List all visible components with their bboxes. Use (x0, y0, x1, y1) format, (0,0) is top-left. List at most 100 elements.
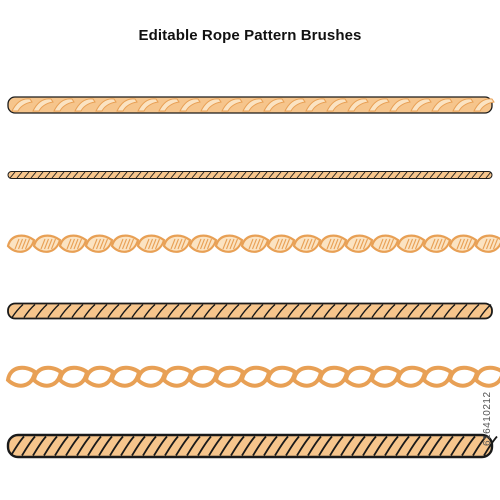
rope-strand (415, 171, 422, 179)
rope-strand (443, 171, 450, 179)
rope-strand (307, 435, 322, 456)
rope-strand (240, 171, 247, 179)
rope-strand (439, 435, 454, 456)
rope-strand (93, 171, 100, 179)
rope-strand (65, 171, 72, 179)
rope-strand (345, 171, 352, 179)
rope-strand (23, 171, 30, 179)
rope-strand (76, 435, 91, 456)
rope-strand (187, 365, 220, 388)
rope-strand (389, 98, 411, 112)
rope-strand (291, 365, 324, 388)
rope-strand (109, 435, 124, 456)
rope-strand (303, 171, 310, 179)
rope-strand (335, 303, 348, 318)
rope-strand (120, 435, 135, 456)
rope-strand (208, 435, 223, 456)
rope-strand (31, 365, 64, 388)
rope-strand (247, 171, 254, 179)
rope-strand (275, 303, 288, 318)
rope-strand (9, 171, 16, 179)
rope-strand (329, 435, 344, 456)
rope-strand (326, 98, 348, 112)
rope-strand (241, 435, 256, 456)
rope-strand (177, 171, 184, 179)
rope-strand (219, 435, 234, 456)
rope-strand (21, 435, 36, 456)
rope-strand (485, 171, 492, 179)
rope-strand (230, 435, 245, 456)
rope-strand (30, 171, 37, 179)
rope-strand (450, 435, 465, 456)
rope-strand (213, 365, 246, 388)
rope-strand (32, 435, 47, 456)
rope-strand (23, 303, 36, 318)
rope-strand (369, 365, 402, 388)
rope-strand (473, 98, 495, 112)
rope-strand (299, 303, 312, 318)
rope-brush-4 (7, 302, 493, 320)
rope-strand (352, 171, 359, 179)
rope-strand (419, 303, 432, 318)
rope-strand (212, 171, 219, 179)
rope-strand (252, 435, 267, 456)
rope-strand (86, 171, 93, 179)
rope-strand (74, 98, 96, 112)
rope-strand (51, 171, 58, 179)
rope-strand (37, 171, 44, 179)
rope-strand (109, 365, 142, 388)
rope-strand (198, 171, 205, 179)
rope-strand (478, 171, 485, 179)
rope-strand (359, 303, 372, 318)
rope-strand (265, 365, 298, 388)
rope-strand (116, 98, 138, 112)
rope-strand (263, 98, 285, 112)
rope-strand (227, 303, 240, 318)
rope-strand (167, 303, 180, 318)
rope-strand (131, 303, 144, 318)
rope-strand (282, 171, 289, 179)
rope-strand (443, 303, 456, 318)
rope-strand (32, 98, 54, 112)
rope-strand (450, 171, 457, 179)
rope-brush-5 (5, 365, 500, 388)
rope-strand (44, 171, 51, 179)
rope-brush-1 (7, 96, 495, 114)
rope-strand (311, 303, 324, 318)
rope-strand (274, 435, 289, 456)
rope-strand (474, 234, 500, 253)
rope-strand (431, 303, 444, 318)
rope-strand (163, 171, 170, 179)
rope-strand (197, 435, 212, 456)
rope-strand (54, 435, 69, 456)
rope-strand (239, 303, 252, 318)
rope-strand (275, 171, 282, 179)
rope-strand (95, 303, 108, 318)
rope-strand (417, 435, 432, 456)
rope-strand (58, 171, 65, 179)
rope-strand (87, 435, 102, 456)
rope-strand (431, 98, 453, 112)
rope-strand (338, 171, 345, 179)
rope-strand (287, 303, 300, 318)
rope-strand (447, 365, 480, 388)
rope-strand (242, 98, 264, 112)
rope-strand (186, 435, 201, 456)
rope-strand (5, 365, 38, 388)
rope-strand (79, 171, 86, 179)
rope-strand (98, 435, 113, 456)
rope-strand (226, 171, 233, 179)
rope-strand (254, 171, 261, 179)
rope-strand (263, 435, 278, 456)
rope-strand (296, 435, 311, 456)
rope-strand (347, 98, 369, 112)
rope-strand (380, 171, 387, 179)
rope-strand (331, 171, 338, 179)
rope-strand (156, 171, 163, 179)
rope-strand (479, 303, 492, 318)
rope-strand (406, 435, 421, 456)
rope-strand (161, 365, 194, 388)
rope-strand (179, 303, 192, 318)
rope-strand (410, 98, 432, 112)
